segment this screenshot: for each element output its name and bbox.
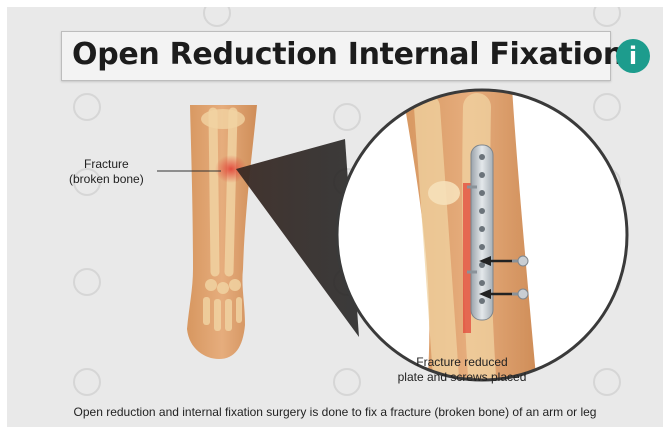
reduced-label-line1: Fracture reduced — [362, 355, 562, 370]
diagram-canvas: Open Reduction Internal Fixation i Fract… — [7, 7, 663, 427]
reduced-label: Fracture reduced plate and screws placed — [362, 355, 562, 385]
myupchar-logo-icon: i — [616, 39, 650, 73]
page-title: Open Reduction Internal Fixation — [72, 37, 624, 72]
fracture-label-line1: Fracture — [69, 157, 144, 172]
fracture-label-line2: (broken bone) — [69, 172, 144, 187]
zoom-circle — [337, 87, 627, 392]
reduced-label-line2: plate and screws placed — [362, 370, 562, 385]
caption: Open reduction and internal fixation sur… — [7, 405, 663, 419]
forearm-illustration — [187, 105, 257, 359]
fracture-label: Fracture (broken bone) — [69, 157, 144, 187]
title-banner: Open Reduction Internal Fixation — [61, 31, 611, 81]
